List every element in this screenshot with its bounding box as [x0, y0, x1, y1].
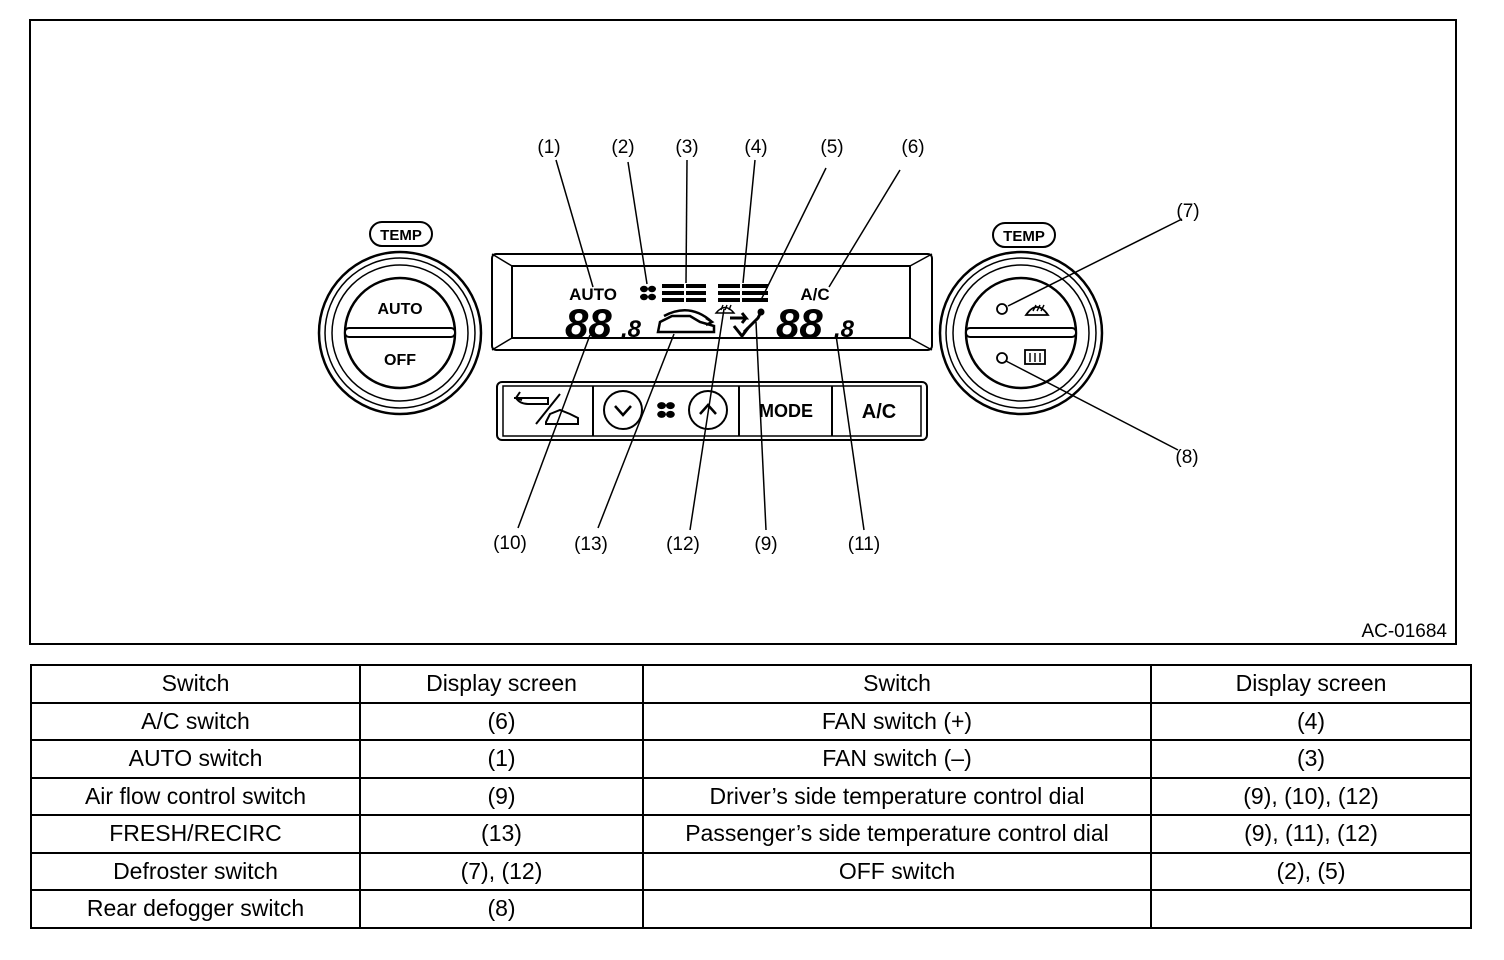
fan-speed-bars: [662, 284, 768, 302]
mode-button[interactable]: MODE: [759, 401, 813, 421]
auto-switch-label[interactable]: AUTO: [377, 301, 422, 318]
left-temp-label: TEMP: [380, 227, 422, 244]
right-temp-badge: [992, 222, 1056, 248]
callout-leaders: [517, 159, 1183, 531]
table-cell: (8): [359, 889, 644, 929]
passenger-temp-readout: 88: [776, 300, 823, 347]
table-cell: (2), (5): [1150, 851, 1472, 891]
ac-button[interactable]: A/C: [862, 401, 896, 423]
table-cell: Passenger’s side temperature control dia…: [642, 814, 1152, 854]
table-cell: FAN switch (–): [642, 739, 1152, 779]
table-cell: [642, 889, 1152, 929]
figure-id: AC-01684: [1361, 621, 1447, 642]
callout-13: (13): [574, 534, 608, 555]
table-cell: (7), (12): [359, 851, 644, 891]
driver-temperature-dial[interactable]: TEMP AUTO OFF: [317, 221, 483, 416]
header-switch-1: Switch: [30, 664, 361, 704]
table-header-row: Switch Display screen Switch Display scr…: [30, 664, 1472, 704]
callout-2: (2): [611, 137, 634, 158]
display-recirc-icon: [656, 309, 716, 334]
callout-6: (6): [901, 137, 924, 158]
table-cell: A/C switch: [30, 701, 361, 741]
display-screen: AUTO A/C 88 .8: [491, 253, 933, 351]
table-row: FRESH/RECIRC (13) Passenger’s side tempe…: [30, 814, 1472, 854]
defroster-icon: [1024, 304, 1050, 316]
table-cell: Air flow control switch: [30, 776, 361, 816]
rear-defogger-icon: [1024, 349, 1046, 365]
header-display-1: Display screen: [359, 664, 644, 704]
climate-control-diagram: TEMP AUTO OFF TEMP: [29, 19, 1457, 645]
table-cell: [1150, 889, 1472, 929]
callout-10: (10): [493, 533, 527, 554]
fresh-recirc-button[interactable]: [514, 391, 579, 425]
table-row: Defroster switch (7), (12) OFF switch (2…: [30, 851, 1472, 891]
table-cell: Driver’s side temperature control dial: [642, 776, 1152, 816]
table-cell: FRESH/RECIRC: [30, 814, 361, 854]
header-display-2: Display screen: [1150, 664, 1472, 704]
table-cell: (1): [359, 739, 644, 779]
callout-9: (9): [754, 534, 777, 555]
table-cell: OFF switch: [642, 851, 1152, 891]
table-row: Air flow control switch (9) Driver’s sid…: [30, 776, 1472, 816]
header-switch-2: Switch: [642, 664, 1152, 704]
off-switch-label[interactable]: OFF: [384, 352, 416, 369]
display-auto-indicator: AUTO: [569, 285, 617, 304]
fresh-recirc-icon: [514, 391, 579, 425]
fan-down-icon: [614, 405, 632, 417]
callout-7: (7): [1176, 201, 1199, 222]
driver-temp-decimal: .8: [621, 316, 642, 343]
switch-display-table-wrapper: Switch Display screen Switch Display scr…: [30, 664, 1472, 929]
table-cell: Defroster switch: [30, 851, 361, 891]
rear-defogger-switch[interactable]: [996, 349, 1046, 365]
display-ac-indicator: A/C: [800, 285, 829, 304]
callout-4: (4): [744, 137, 767, 158]
callout-3: (3): [675, 137, 698, 158]
defroster-switch[interactable]: [996, 303, 1050, 316]
switch-display-table: Switch Display screen Switch Display scr…: [30, 664, 1472, 929]
display-defroster-icon: [714, 304, 736, 314]
table-cell: (4): [1150, 701, 1472, 741]
table-cell: FAN switch (+): [642, 701, 1152, 741]
table-row: AUTO switch (1) FAN switch (–) (3): [30, 739, 1472, 779]
callout-1: (1): [537, 137, 560, 158]
table-cell: (9): [359, 776, 644, 816]
callout-5: (5): [820, 137, 843, 158]
passenger-temp-decimal: .8: [834, 316, 855, 343]
display-airflow-icon: [730, 308, 765, 339]
table-cell: (9), (10), (12): [1150, 776, 1472, 816]
left-temp-badge: [369, 221, 433, 247]
table-row: Rear defogger switch (8): [30, 889, 1472, 929]
right-temp-label: TEMP: [1003, 228, 1045, 245]
table-cell: (9), (11), (12): [1150, 814, 1472, 854]
fan-up-icon: [699, 403, 717, 415]
callout-12: (12): [666, 534, 700, 555]
fan-down-button[interactable]: [603, 390, 643, 430]
table-cell: AUTO switch: [30, 739, 361, 779]
table-cell: (6): [359, 701, 644, 741]
table-cell: (3): [1150, 739, 1472, 779]
table-cell: Rear defogger switch: [30, 889, 361, 929]
callout-11: (11): [848, 534, 880, 555]
figure-frame: [29, 19, 1457, 645]
table-row: A/C switch (6) FAN switch (+) (4): [30, 701, 1472, 741]
callout-8: (8): [1175, 447, 1198, 468]
table-cell: (13): [359, 814, 644, 854]
passenger-temperature-dial[interactable]: TEMP: [938, 222, 1104, 416]
